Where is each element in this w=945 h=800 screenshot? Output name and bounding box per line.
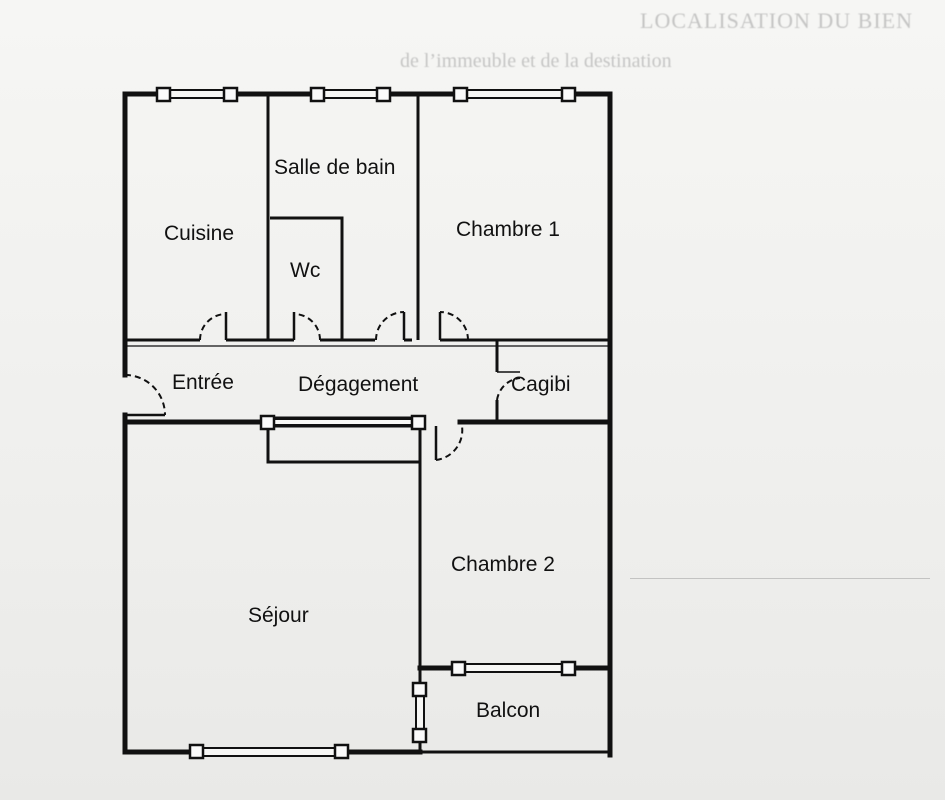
- label-degagement: Dégagement: [298, 373, 418, 396]
- label-wc: Wc: [290, 259, 320, 282]
- doors: [124, 311, 521, 461]
- label-balcon: Balcon: [476, 699, 540, 722]
- label-sejour: Séjour: [248, 604, 309, 627]
- label-cagibi: Cagibi: [511, 373, 571, 396]
- windows: [155, 86, 577, 760]
- closet-outline: [266, 426, 420, 464]
- bg-subheading: de l’immeuble et de la destination: [400, 50, 672, 72]
- bg-rule: [630, 578, 930, 579]
- label-cuisine: Cuisine: [164, 222, 234, 245]
- label-chambre2: Chambre 2: [451, 553, 555, 576]
- bg-heading: LOCALISATION DU BIEN: [640, 8, 913, 33]
- label-chambre1: Chambre 1: [456, 218, 560, 241]
- wall-wc: [270, 216, 344, 340]
- label-entree: Entrée: [172, 371, 234, 394]
- label-salle-de-bain: Salle de bain: [274, 156, 395, 179]
